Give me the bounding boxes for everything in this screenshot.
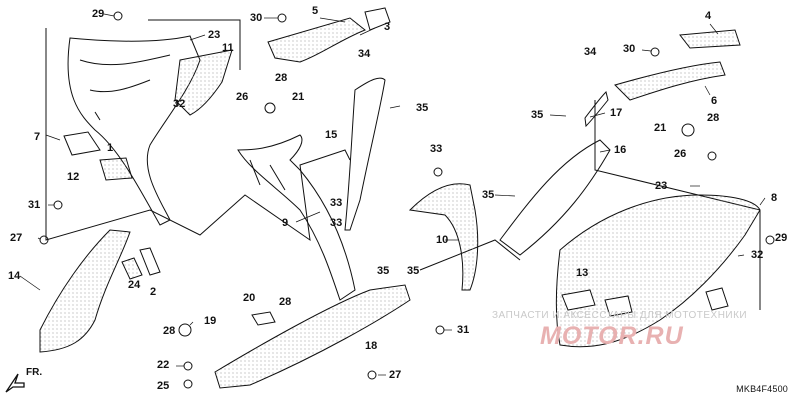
middle-cowl-9 xyxy=(237,134,356,301)
callout-35: 35 xyxy=(416,102,429,114)
collar-26b xyxy=(707,151,717,161)
lower-left-cowl-14 xyxy=(39,229,131,353)
bolt-25 xyxy=(183,379,193,389)
callout-2: 2 xyxy=(150,286,157,298)
callout-18: 18 xyxy=(365,340,378,352)
callout-9: 9 xyxy=(282,217,289,229)
bolt-29b xyxy=(765,235,775,245)
diagram-code: MKB4F4500 xyxy=(736,384,788,394)
callout-33: 33 xyxy=(430,143,443,155)
bolt-33a xyxy=(433,167,443,177)
callout-20: 20 xyxy=(243,292,256,304)
frame-top xyxy=(148,19,241,70)
part-17 xyxy=(584,91,609,128)
decal-12 xyxy=(63,131,101,156)
callout-21: 21 xyxy=(654,122,667,134)
grommet-21a xyxy=(264,102,276,114)
bracket-6 xyxy=(614,61,726,101)
frame-left-cowl xyxy=(45,28,351,242)
front-direction-label: FR. xyxy=(26,367,43,378)
callout-34: 34 xyxy=(358,48,371,60)
callout-3: 3 xyxy=(384,21,391,33)
callout-33: 33 xyxy=(330,217,343,229)
callout-17: 17 xyxy=(610,107,623,119)
callout-14: 14 xyxy=(8,270,21,282)
callout-34: 34 xyxy=(584,46,597,58)
watermark-text: ЗАПЧАСТИ И АКСЕССУАРЫ ДЛЯ МОТОТЕХНИКИ xyxy=(492,310,748,321)
callout-32: 32 xyxy=(173,98,186,110)
callout-7: 7 xyxy=(34,131,41,143)
callout-13: 13 xyxy=(576,267,589,279)
upper-bracket-5 xyxy=(267,17,366,63)
decal-1 xyxy=(99,157,133,181)
watermark-logo: MOTOR.RU xyxy=(540,322,684,350)
inner-part-16 xyxy=(499,139,611,256)
callout-25: 25 xyxy=(157,380,170,392)
bolt-30b xyxy=(650,47,660,57)
bolt-31a xyxy=(53,200,63,210)
callout-32: 32 xyxy=(751,249,764,261)
grommet-21b xyxy=(681,123,695,137)
part-4 xyxy=(679,29,741,49)
callout-4: 4 xyxy=(705,10,712,22)
left-upper-cowl xyxy=(67,35,201,226)
callout-29: 29 xyxy=(92,8,105,20)
callout-23: 23 xyxy=(655,180,668,192)
callout-12: 12 xyxy=(67,171,80,183)
callout-26: 26 xyxy=(674,148,687,160)
callout-6: 6 xyxy=(711,95,718,107)
frame-center xyxy=(419,239,521,271)
callout-28: 28 xyxy=(279,296,292,308)
bolt-22 xyxy=(183,361,193,371)
callout-35: 35 xyxy=(531,109,544,121)
callout-11: 11 xyxy=(222,42,234,54)
decal-13a xyxy=(561,289,596,311)
inner-panel-11 xyxy=(174,49,233,116)
grommet-19 xyxy=(178,323,192,337)
callout-31: 31 xyxy=(28,199,41,211)
callout-33: 33 xyxy=(330,197,343,209)
callout-23: 23 xyxy=(208,29,221,41)
inner-part-10 xyxy=(408,183,479,291)
callout-35: 35 xyxy=(407,265,420,277)
callout-29: 29 xyxy=(775,232,788,244)
callout-28: 28 xyxy=(163,325,176,337)
callout-26: 26 xyxy=(236,91,249,103)
callout-5: 5 xyxy=(312,5,319,17)
callout-27: 27 xyxy=(10,232,23,244)
callout-8: 8 xyxy=(771,192,778,204)
callout-24: 24 xyxy=(128,279,141,291)
right-cowl-8 xyxy=(555,194,761,348)
inner-part-15 xyxy=(344,77,386,231)
bolt-31b xyxy=(435,325,445,335)
part-24 xyxy=(121,257,143,280)
callout-28: 28 xyxy=(275,72,288,84)
callout-10: 10 xyxy=(436,234,449,246)
bolt-27a xyxy=(39,235,49,245)
callout-21: 21 xyxy=(292,91,305,103)
callout-35: 35 xyxy=(377,265,390,277)
callout-15: 15 xyxy=(325,129,338,141)
callout-35: 35 xyxy=(482,189,495,201)
left-upper-cowl-inner xyxy=(79,54,171,121)
callout-31: 31 xyxy=(457,324,470,336)
front-arrow-icon xyxy=(5,373,25,393)
bolt-29a xyxy=(113,11,123,21)
frame-right-cowl xyxy=(594,100,761,310)
under-cover-18 xyxy=(214,284,411,389)
callout-27: 27 xyxy=(389,369,402,381)
callout-30: 30 xyxy=(623,43,636,55)
callout-16: 16 xyxy=(614,144,627,156)
bolt-30a xyxy=(277,13,287,23)
part-2 xyxy=(139,247,161,276)
callout-22: 22 xyxy=(157,359,170,371)
callout-28: 28 xyxy=(707,112,720,124)
callout-30: 30 xyxy=(250,12,263,24)
callout-1: 1 xyxy=(107,142,114,154)
bolt-27b xyxy=(367,370,377,380)
callout-19: 19 xyxy=(204,315,217,327)
decal-13b xyxy=(604,295,633,317)
